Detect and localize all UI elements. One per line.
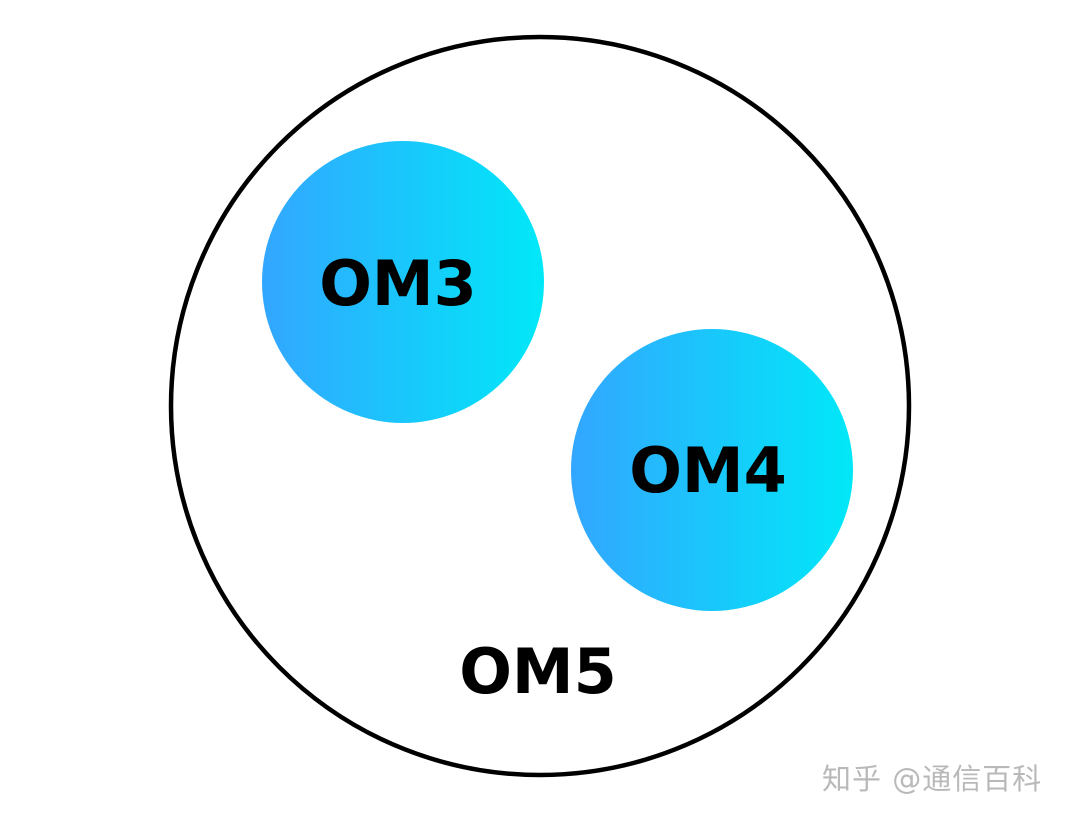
om4-circle xyxy=(571,329,853,611)
watermark-text: 知乎 @通信百科 xyxy=(822,762,1043,796)
om3-label: OM3 xyxy=(319,247,477,320)
om3-circle xyxy=(262,141,544,423)
om4-label: OM4 xyxy=(629,434,787,507)
om5-label: OM5 xyxy=(459,635,617,708)
